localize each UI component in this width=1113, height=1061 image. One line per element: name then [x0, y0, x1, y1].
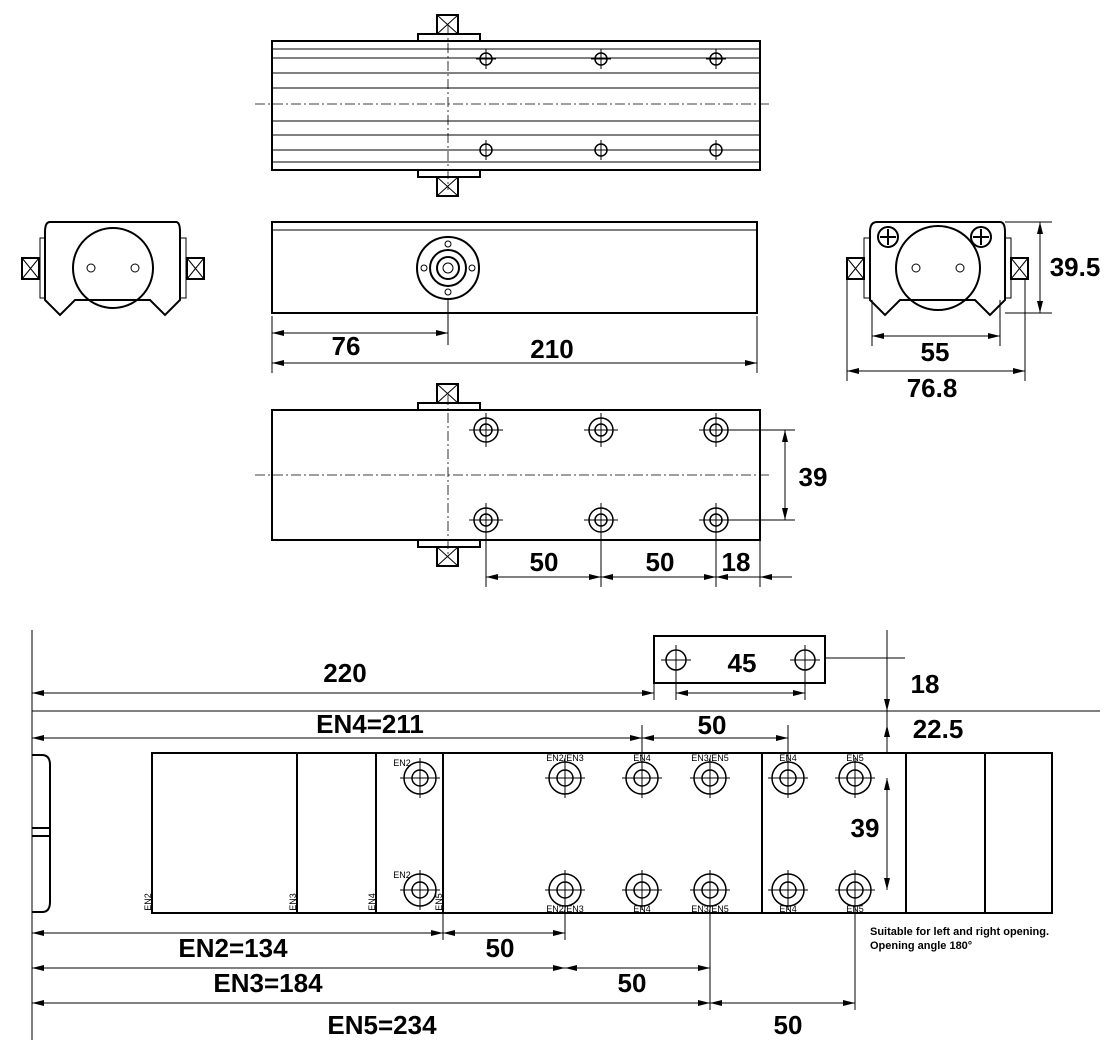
dim-50-en4: 50: [698, 710, 727, 740]
side-view: 76 210: [271, 221, 758, 373]
square-nut-icon: [436, 14, 459, 35]
mounting-hole-icon: [584, 503, 618, 537]
hole-label: EN2/EN3: [546, 753, 584, 763]
dim-50-en5: 50: [774, 1010, 803, 1040]
mounting-hole-icon: [835, 758, 875, 798]
dim-en5: EN5=234: [327, 1010, 437, 1040]
side-label: EN3: [288, 893, 298, 911]
dim-76-8: 76.8: [907, 373, 958, 403]
mounting-hole-icon: [706, 49, 726, 69]
dim-39-5: 39.5: [1050, 252, 1101, 282]
square-nut-icon: [436, 176, 459, 197]
dim-50-en3: 50: [618, 968, 647, 998]
mounting-hole-icon: [690, 758, 730, 798]
mounting-hole-icon: [699, 413, 733, 447]
dim-en3: EN3=184: [213, 968, 323, 998]
bottom-view: 39 50 50 18: [255, 383, 828, 587]
mounting-hole-icon: [469, 413, 503, 447]
hole-label: EN5: [846, 904, 864, 914]
note-line-1: Suitable for left and right opening.: [870, 926, 1049, 938]
dim-en4: EN4=211: [316, 709, 424, 739]
mounting-hole-icon: [476, 49, 496, 69]
side-label: EN4: [367, 893, 377, 911]
top-view: [255, 14, 770, 197]
dim-18-top: 18: [722, 547, 751, 577]
dim-39-top: 39: [799, 462, 828, 492]
mounting-template: 220 45 18 22.5 EN4=211 50 39 EN2=134 50 …: [31, 630, 1100, 1040]
mounting-hole-icon: [545, 758, 585, 798]
note-line-2: Opening angle 180°: [870, 940, 972, 952]
dim-50-b: 50: [646, 547, 675, 577]
hole-label: EN3/EN5: [691, 904, 729, 914]
dim-220: 220: [323, 658, 366, 688]
dim-210: 210: [530, 334, 573, 364]
dim-45: 45: [728, 648, 757, 678]
dim-en2: EN2=134: [178, 933, 288, 963]
hole-label: EN3/EN5: [691, 753, 729, 763]
side-label: EN5: [434, 893, 444, 911]
hole-label: EN4: [779, 904, 797, 914]
hole-label: EN2/EN3: [546, 904, 584, 914]
hole-label: EN5: [846, 753, 864, 763]
mounting-hole-icon: [469, 503, 503, 537]
right-end-view: 39.5 55 76.8: [846, 221, 1101, 403]
dim-18: 18: [911, 669, 940, 699]
mounting-hole-icon: [591, 49, 611, 69]
dim-50-en2: 50: [486, 933, 515, 963]
hole-label: EN4: [779, 753, 797, 763]
hole-label: EN4: [633, 753, 651, 763]
dim-22-5: 22.5: [913, 714, 964, 744]
dim-55: 55: [921, 337, 950, 367]
mounting-hole-icon: [790, 645, 820, 675]
mounting-hole-icon: [768, 870, 808, 910]
dim-39: 39: [851, 813, 880, 843]
left-end-view: [21, 221, 205, 317]
mounting-hole-icon: [400, 870, 440, 910]
dim-76: 76: [332, 331, 361, 361]
mounting-hole-icon: [476, 140, 496, 160]
mounting-hole-icon: [591, 140, 611, 160]
mounting-hole-icon: [622, 870, 662, 910]
mounting-hole-icon: [706, 140, 726, 160]
mounting-hole-icon: [661, 645, 691, 675]
hole-label: EN2: [393, 870, 411, 880]
mounting-hole-icon: [400, 758, 440, 798]
side-label: EN2: [143, 893, 153, 911]
hole-label: EN2: [393, 758, 411, 768]
dim-50-a: 50: [530, 547, 559, 577]
mounting-hole-icon: [699, 503, 733, 537]
hole-label: EN4: [633, 904, 651, 914]
spindle-icon: [416, 236, 480, 300]
mounting-hole-icon: [584, 413, 618, 447]
mounting-hole-icon: [545, 870, 585, 910]
